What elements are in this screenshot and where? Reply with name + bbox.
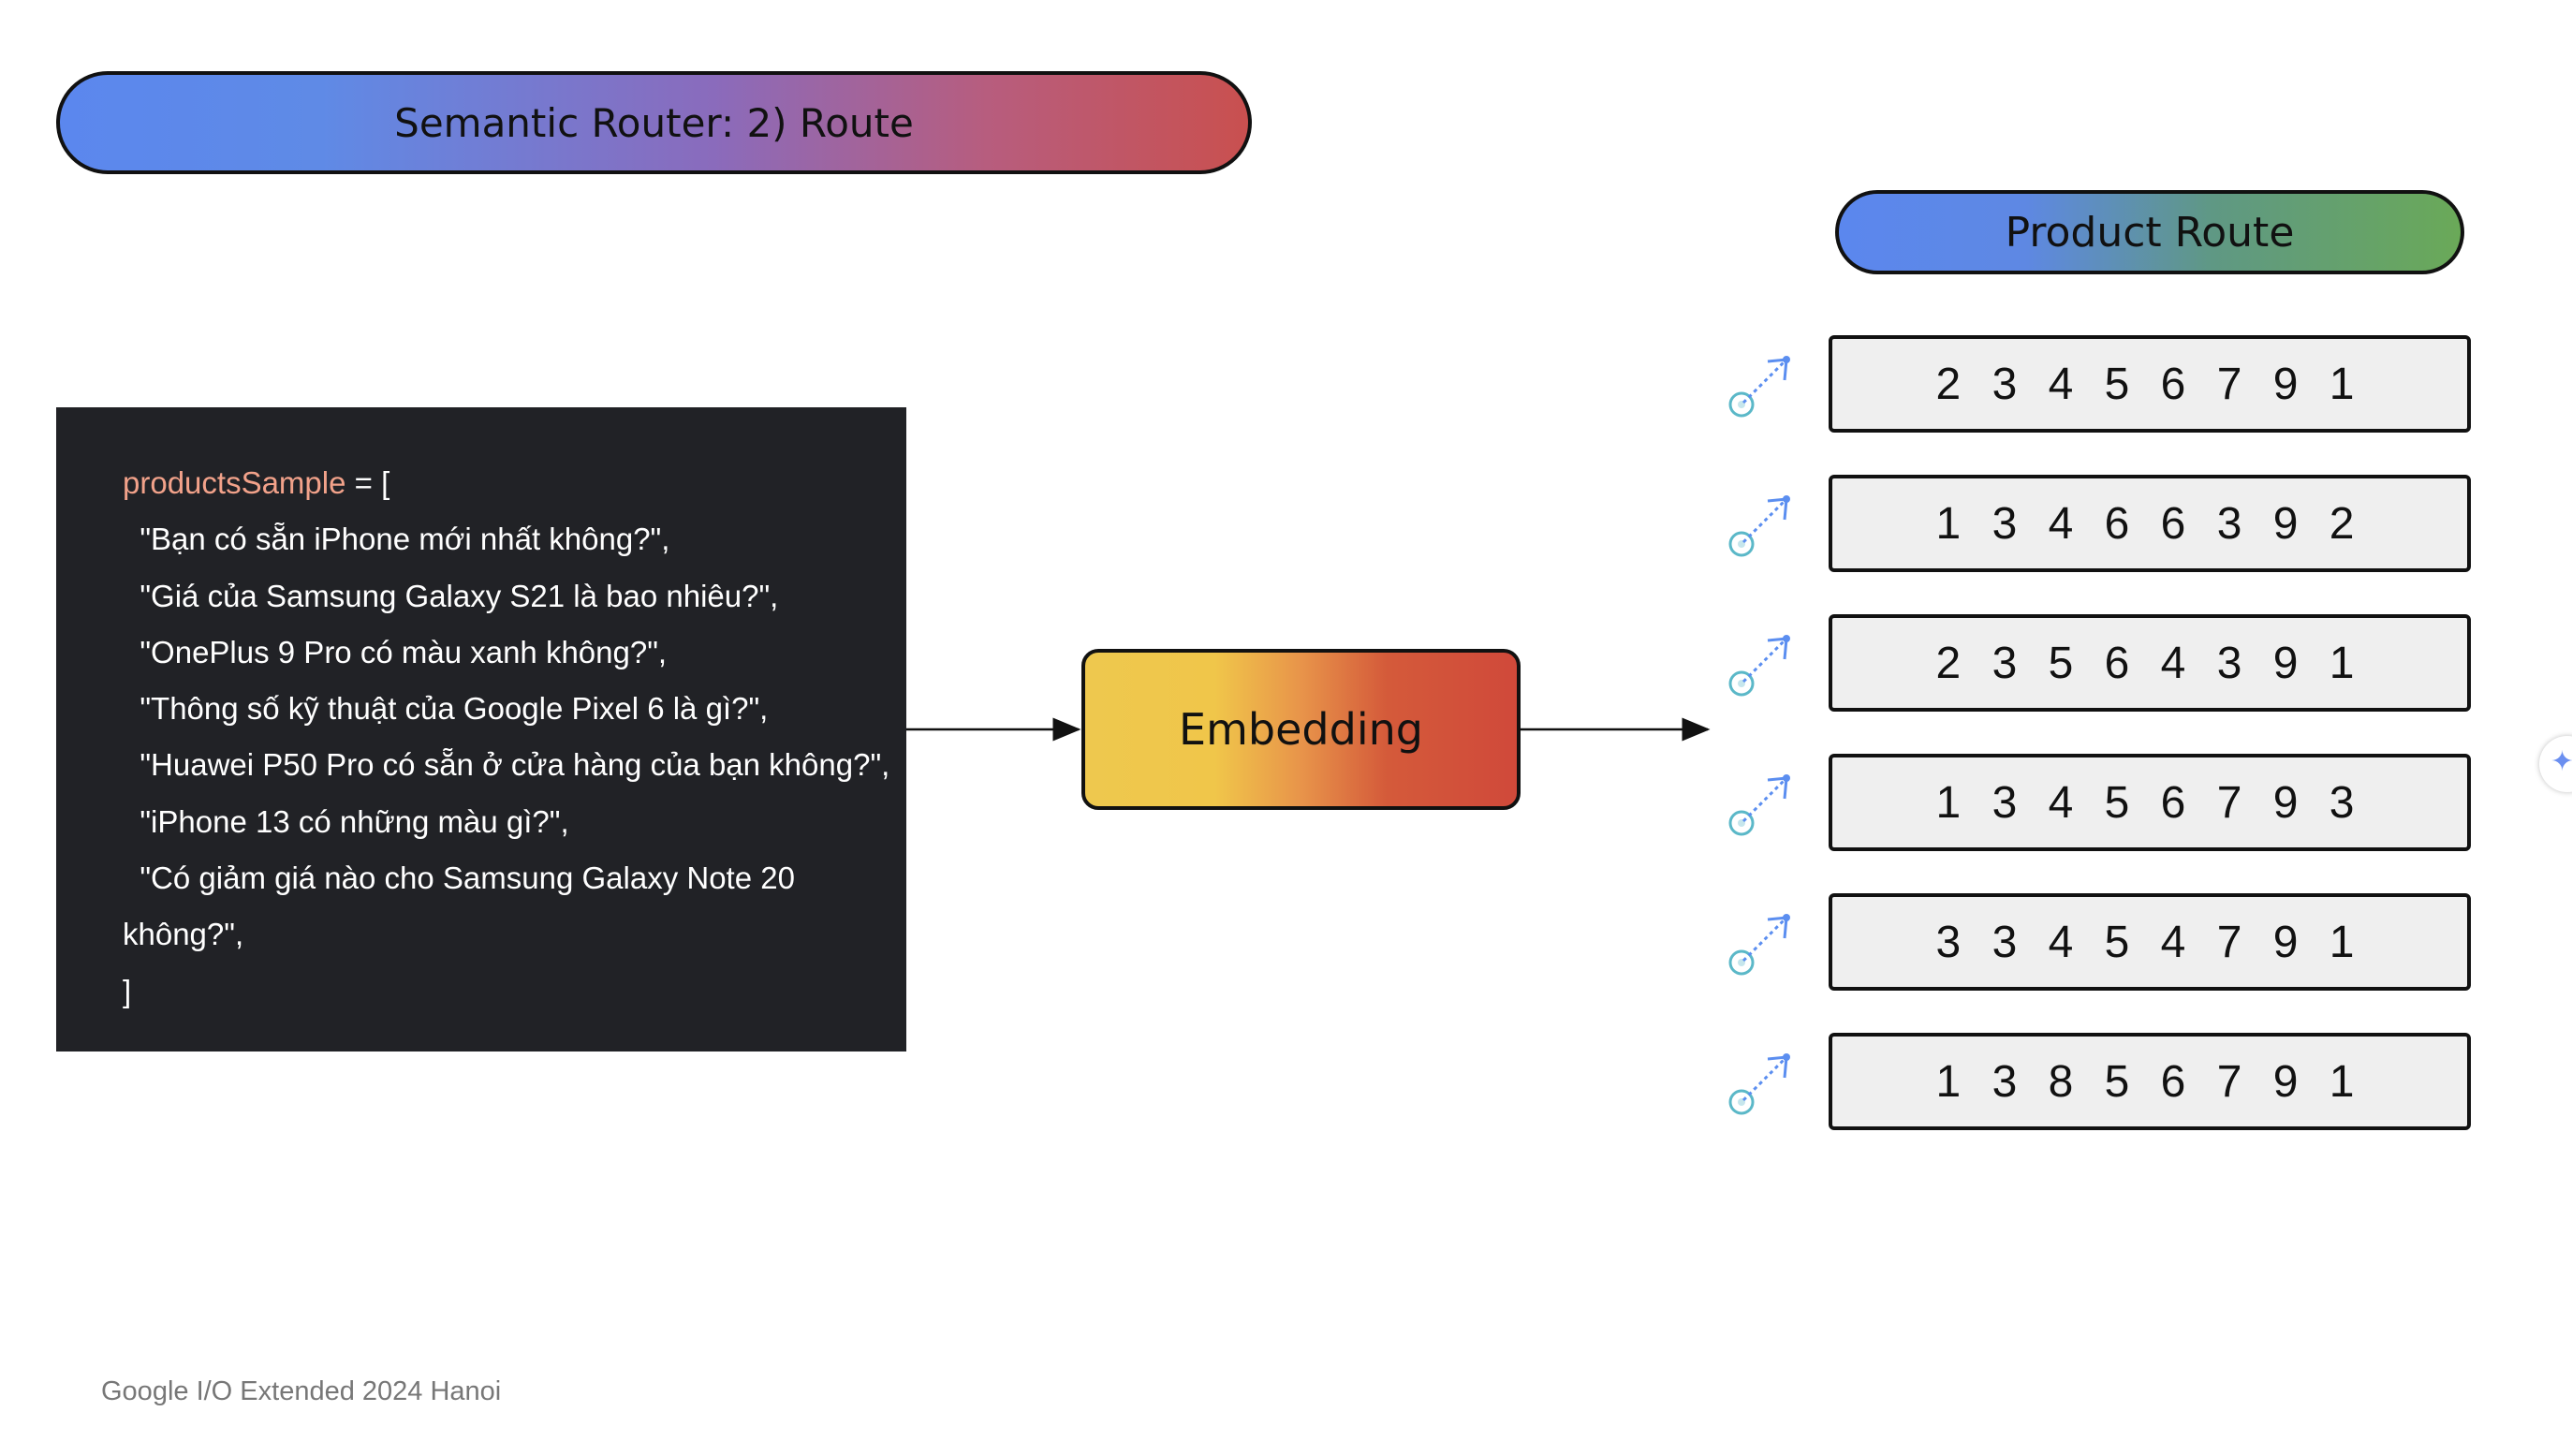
code-line: productsSample = [	[123, 455, 906, 511]
vector-box: 2 3 4 5 6 7 9 1	[1829, 335, 2471, 433]
code-panel: productsSample = [ "Bạn có sẵn iPhone mớ…	[56, 407, 906, 1052]
vector-values: 2 3 5 6 4 3 9 1	[1935, 638, 2364, 688]
vector-values: 1 3 8 5 6 7 9 1	[1935, 1056, 2364, 1107]
slide-title-text: Semantic Router: 2) Route	[394, 99, 914, 146]
embedding-label: Embedding	[1179, 704, 1423, 755]
vector-row: 1 3 8 5 6 7 9 1	[1723, 1033, 2472, 1130]
code-text: = [	[345, 465, 390, 500]
sparkle-icon: ✦	[2550, 745, 2572, 778]
vector-arrow-icon	[1728, 495, 1790, 557]
vector-box: 3 3 4 5 4 7 9 1	[1829, 893, 2471, 991]
vector-values: 3 3 4 5 4 7 9 1	[1935, 917, 2364, 967]
vector-values: 1 3 4 5 6 7 9 3	[1935, 777, 2364, 828]
vector-row: 1 3 4 6 6 3 9 2	[1723, 475, 2472, 572]
product-route-header: Product Route	[1835, 190, 2464, 274]
code-variable: productsSample	[123, 465, 346, 500]
vector-row: 3 3 4 5 4 7 9 1	[1723, 893, 2472, 991]
footer-text: Google I/O Extended 2024 Hanoi	[101, 1376, 502, 1406]
code-line: ]	[123, 973, 132, 1008]
vector-box: 2 3 5 6 4 3 9 1	[1829, 614, 2471, 712]
vector-row: 2 3 5 6 4 3 9 1	[1723, 614, 2472, 712]
vector-box: 1 3 8 5 6 7 9 1	[1829, 1033, 2471, 1130]
code-line: "OnePlus 9 Pro có màu xanh không?",	[123, 634, 668, 669]
vector-row: 1 3 4 5 6 7 9 3	[1723, 754, 2472, 851]
vector-arrow-icon	[1728, 914, 1790, 976]
code-line: "Thông số kỹ thuật của Google Pixel 6 là…	[123, 691, 769, 727]
vector-arrow-icon	[1728, 635, 1790, 697]
slide-title: Semantic Router: 2) Route	[56, 71, 1252, 174]
code-line: "Giá của Samsung Galaxy S21 là bao nhiêu…	[123, 578, 779, 613]
vector-arrow-icon	[1728, 356, 1790, 418]
vector-arrow-icon	[1728, 1053, 1790, 1115]
code-line: "Bạn có sẵn iPhone mới nhất không?",	[123, 522, 670, 557]
code-line: "Có giảm giá nào cho Samsung Galaxy Note…	[123, 860, 795, 896]
vector-box: 1 3 4 6 6 3 9 2	[1829, 475, 2471, 572]
vector-values: 1 3 4 6 6 3 9 2	[1935, 498, 2364, 549]
vector-values: 2 3 4 5 6 7 9 1	[1935, 359, 2364, 409]
code-line: không?",	[123, 917, 244, 952]
vector-row: 2 3 4 5 6 7 9 1	[1723, 335, 2472, 433]
vector-arrow-icon	[1728, 774, 1790, 836]
code-line: "Huawei P50 Pro có sẵn ở cửa hàng của bạ…	[123, 747, 890, 783]
product-route-title: Product Route	[2005, 208, 2295, 257]
embedding-block: Embedding	[1081, 649, 1521, 810]
vector-box: 1 3 4 5 6 7 9 3	[1829, 754, 2471, 851]
code-line: "iPhone 13 có những màu gì?",	[123, 803, 569, 839]
